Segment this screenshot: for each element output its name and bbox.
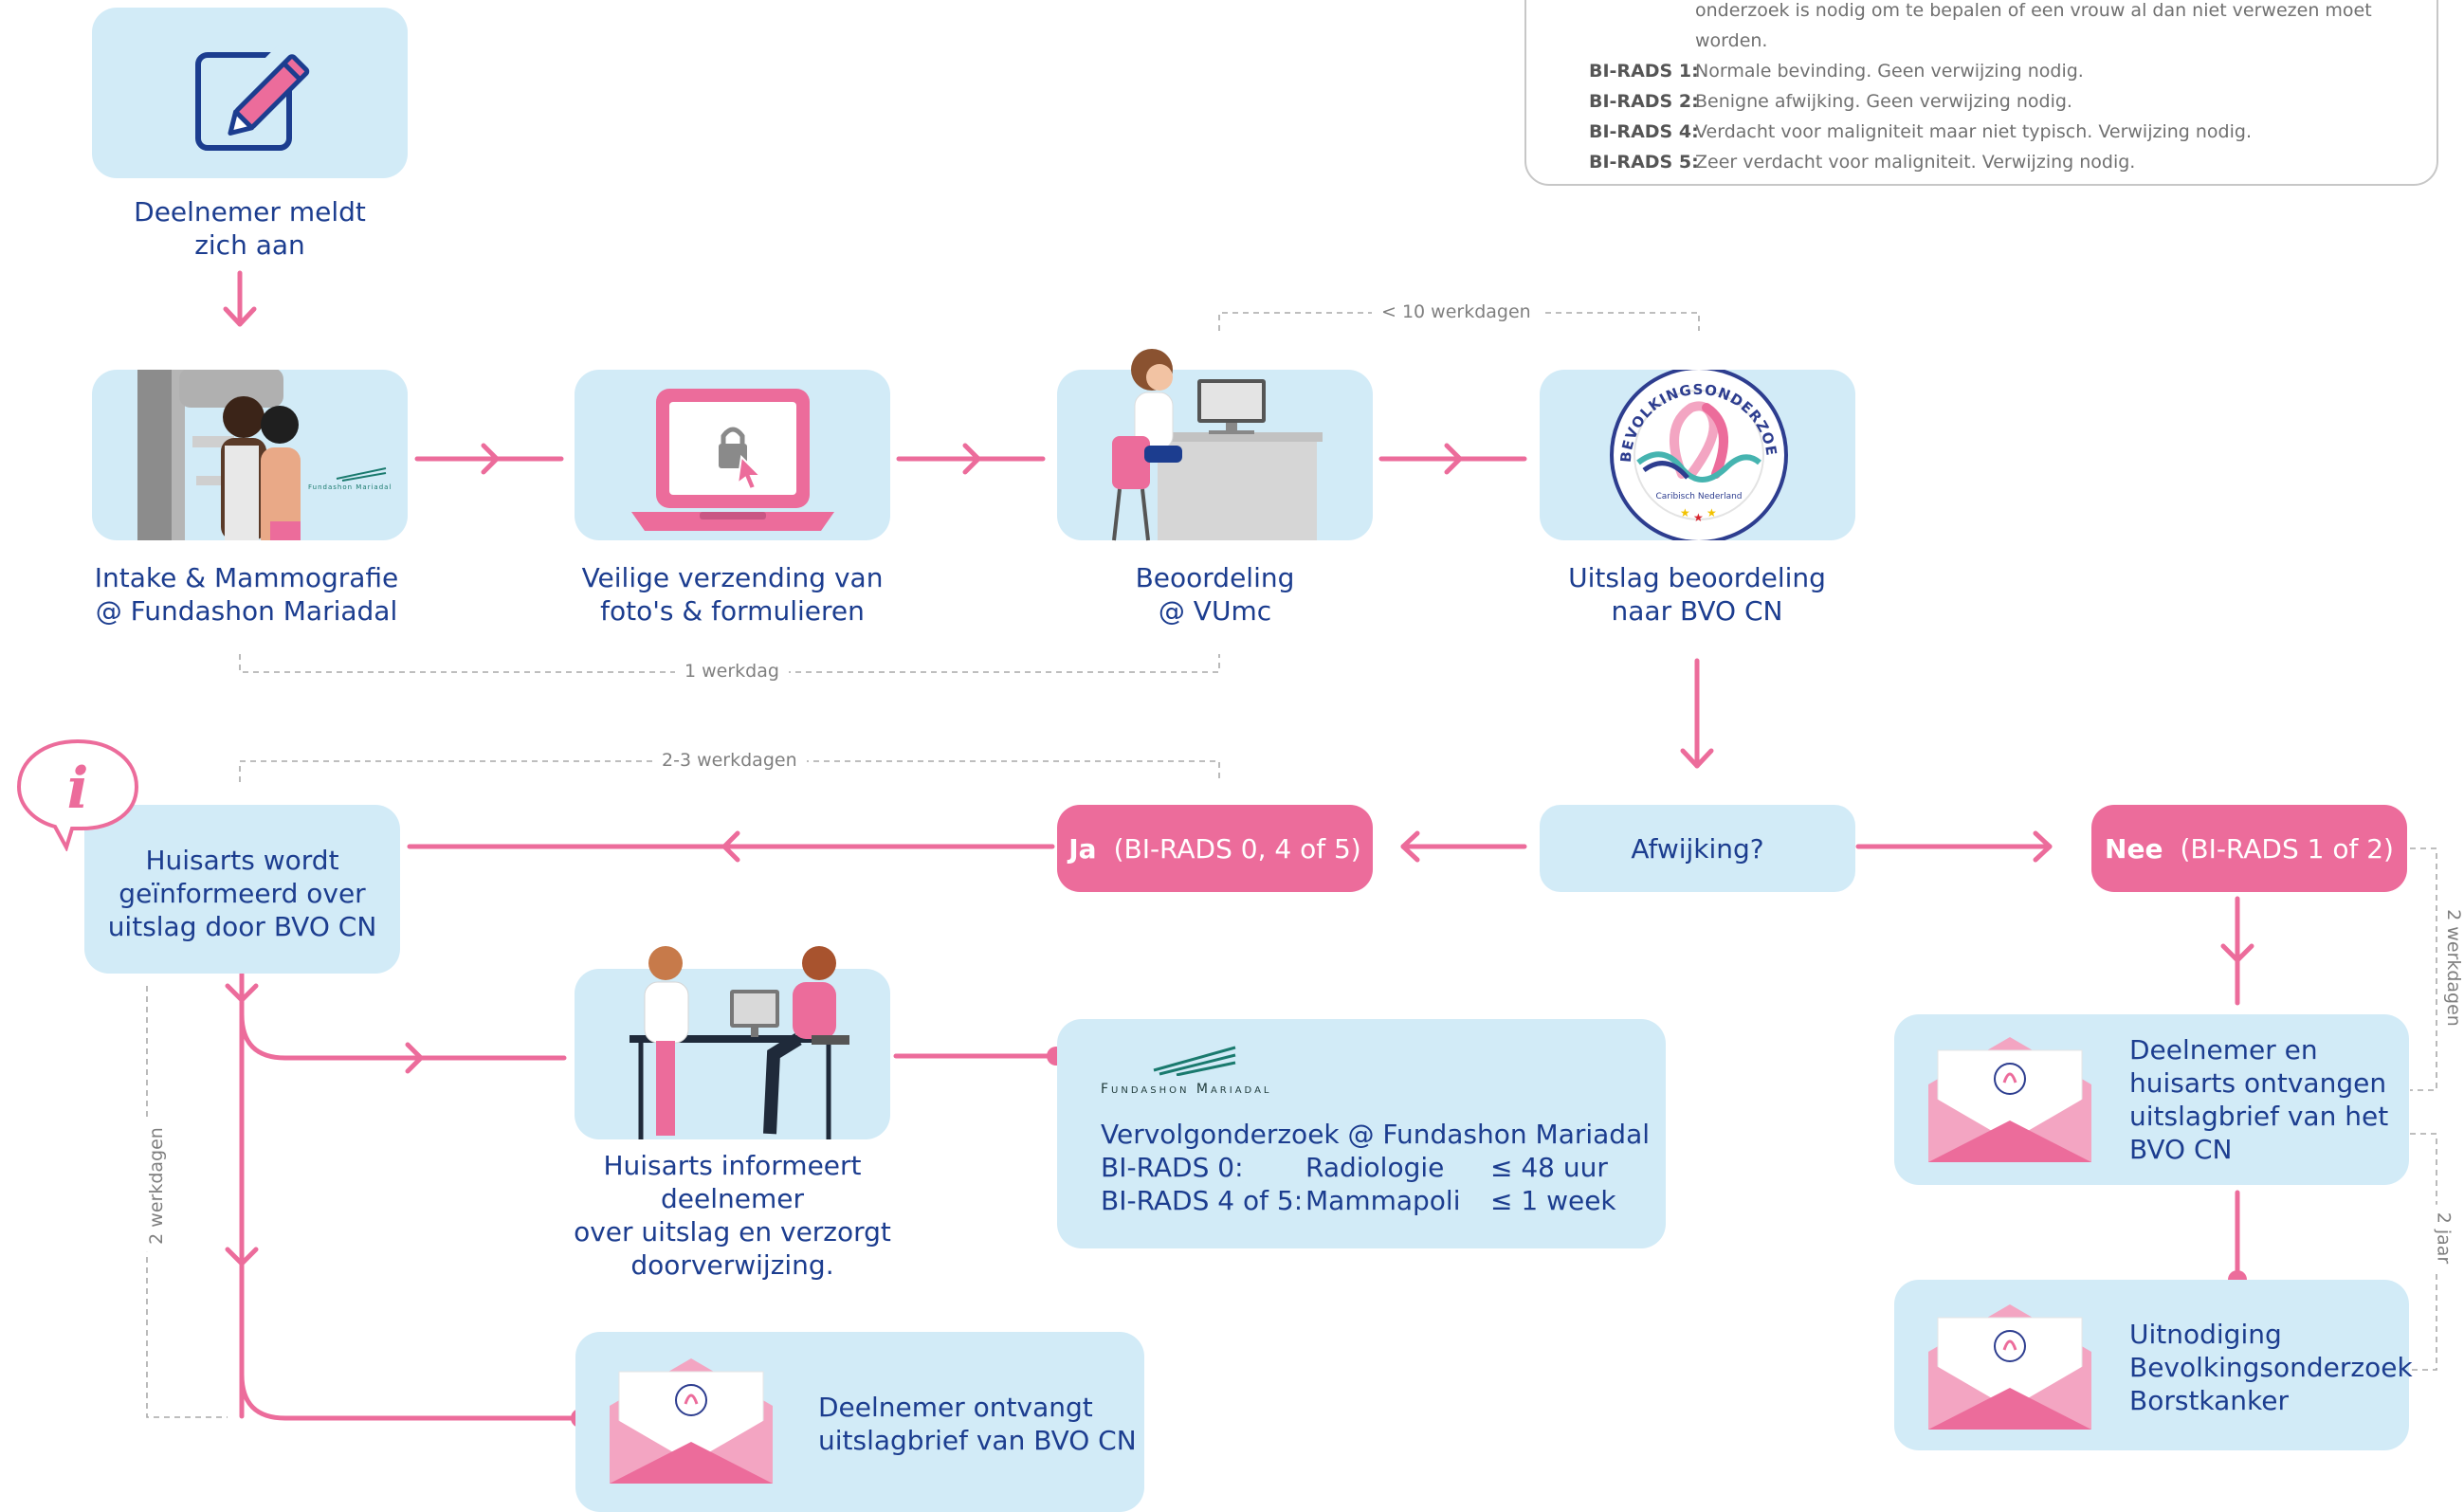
followup-row-code: BI-RADS 4 of 5: bbox=[1101, 1185, 1304, 1216]
timing-2-3-workdays: 2-3 werkdagen bbox=[652, 750, 807, 771]
info-bubble-icon: i bbox=[16, 738, 139, 851]
timing-2-years: 2 jaar bbox=[2433, 1204, 2455, 1272]
mariadal-logo-text: Fundashon Mariadal bbox=[1101, 1082, 1272, 1097]
abnormality-decision: Afwijking? bbox=[1540, 805, 1855, 892]
timing-1-workday: 1 werkdag bbox=[675, 661, 789, 682]
result-box: BEVOLKINGSONDERZOEK Caribisch Nederland … bbox=[1534, 356, 1855, 544]
followup-box: Fundashon Mariadal Vervolgonderzoek @ Fu… bbox=[1057, 1019, 1666, 1248]
assessment-box bbox=[1057, 349, 1373, 541]
timing-2-workdays-right: 2 werkdagen bbox=[2442, 902, 2464, 1034]
legend-cut-line-2: worden. bbox=[1695, 30, 1768, 51]
assessment-label: Beoordeling@ VUmc bbox=[1135, 562, 1295, 627]
svg-text:★: ★ bbox=[1680, 506, 1690, 519]
mariadal-small-logo-text: Fundashon Mariadal bbox=[308, 483, 392, 491]
gp-informed-box bbox=[84, 805, 400, 974]
envelope-icon bbox=[1928, 1037, 2091, 1162]
bvo-badge-icon: BEVOLKINGSONDERZOEK Caribisch Nederland … bbox=[1534, 356, 1788, 544]
timing-10-workdays: < 10 werkdagen bbox=[1372, 301, 1541, 322]
envelope-icon bbox=[610, 1358, 773, 1484]
yes-branch: Ja(BI-RADS 0, 4 of 5) bbox=[1057, 805, 1373, 892]
bi-rads-legend: onderzoek is nodig om te bepalen of een … bbox=[1524, 0, 2438, 186]
legend-row: BI-RADS 4:Verdacht voor maligniteit maar… bbox=[1589, 121, 2252, 142]
envelope-icon bbox=[1928, 1304, 2091, 1430]
laptop-lock-icon bbox=[631, 389, 834, 531]
followup-row-where: Mammapoli bbox=[1305, 1185, 1461, 1216]
svg-text:★: ★ bbox=[1707, 506, 1717, 519]
legend-row: BI-RADS 1:Normale bevinding. Geen verwij… bbox=[1589, 61, 2084, 82]
mariadal-logo bbox=[1153, 1046, 1236, 1076]
consultation-illustration bbox=[630, 946, 849, 1139]
transfer-box bbox=[575, 370, 890, 540]
no-branch: Nee(BI-RADS 1 of 2) bbox=[2091, 805, 2407, 892]
legend-row: BI-RADS 2:Benigne afwijking. Geen verwij… bbox=[1589, 91, 2072, 112]
legend-cut-line-1: onderzoek is nodig om te bepalen of een … bbox=[1695, 0, 2372, 21]
mammography-illustration bbox=[137, 370, 301, 540]
followup-row-time: ≤ 1 week bbox=[1490, 1185, 1616, 1216]
timing-2-workdays-left: 2 werkdagen bbox=[145, 1120, 167, 1252]
mariadal-small-logo bbox=[336, 467, 387, 482]
register-box bbox=[92, 8, 408, 178]
followup-row-code: BI-RADS 0: bbox=[1101, 1152, 1244, 1183]
followup-row-time: ≤ 48 uur bbox=[1490, 1152, 1608, 1183]
intake-label: Intake & Mammografie@ Fundashon Mariadal bbox=[94, 562, 399, 627]
badge-sub-text: Caribisch Nederland bbox=[1655, 492, 1742, 501]
intake-box: Fundashon Mariadal bbox=[92, 370, 408, 540]
followup-title: Vervolgonderzoek @ Fundashon Mariadal bbox=[1101, 1119, 1651, 1150]
info-letter: i bbox=[67, 756, 89, 822]
edit-icon bbox=[195, 44, 310, 151]
legend-row: BI-RADS 5:Zeer verdacht voor maligniteit… bbox=[1589, 152, 2136, 173]
gp-informs-box bbox=[575, 946, 890, 1139]
svg-text:★: ★ bbox=[1693, 511, 1704, 524]
followup-row-where: Radiologie bbox=[1305, 1152, 1445, 1183]
radiologist-illustration bbox=[1112, 349, 1323, 541]
